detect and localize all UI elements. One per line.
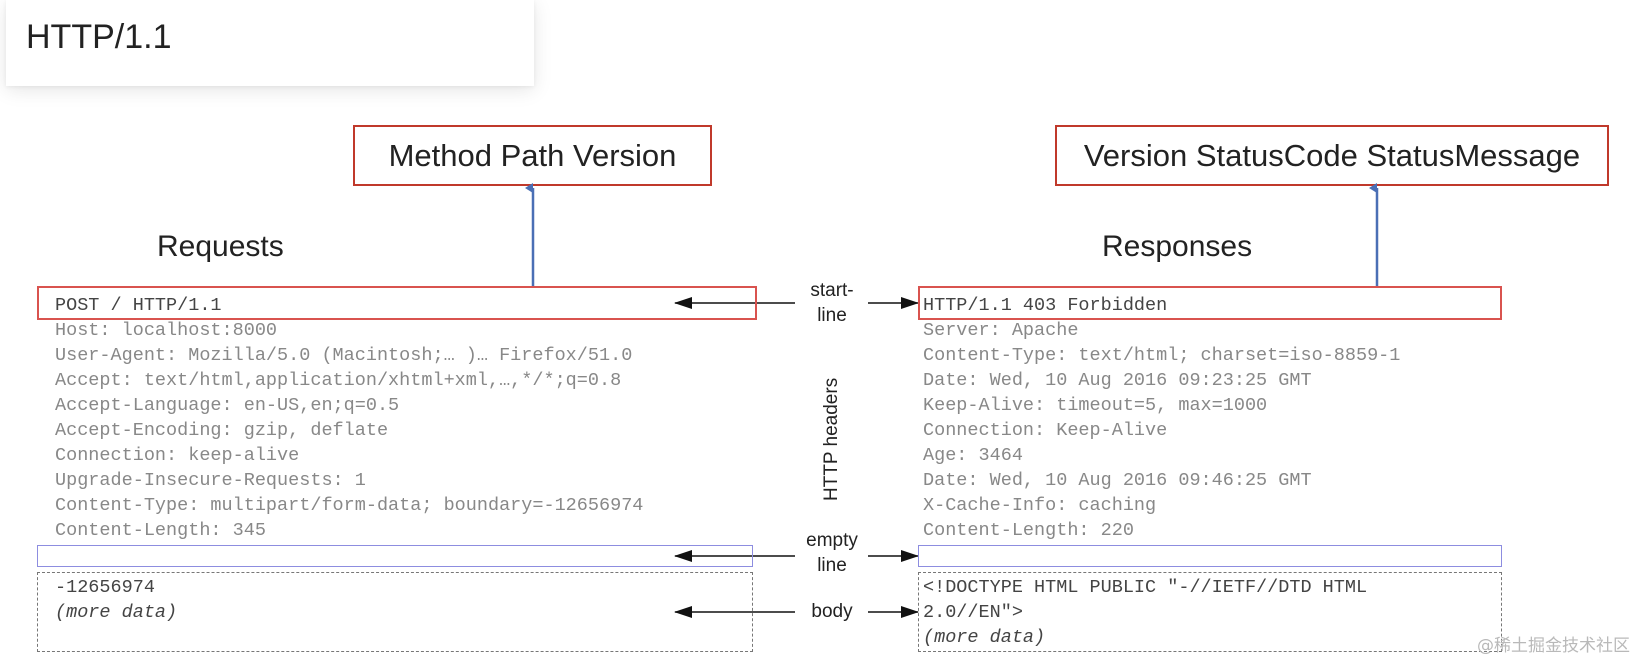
request-header-line: User-Agent: Mozilla/5.0 (Macintosh;… )… …: [55, 345, 633, 366]
empty-line-label-line: empty: [806, 530, 858, 551]
request-body-line: -12656974: [55, 577, 155, 598]
start-line-label-line: line: [817, 305, 847, 326]
response-header-line: Server: Apache: [923, 320, 1079, 341]
response-start-line-format: Version StatusCode StatusMessage: [1055, 125, 1609, 186]
empty-line-label-line: line: [817, 555, 847, 576]
response-start-line-box: [918, 286, 1502, 320]
response-header-line: Content-Type: text/html; charset=iso-885…: [923, 345, 1401, 366]
request-body-line: (more data): [55, 602, 178, 623]
response-start-line-format-text: Version StatusCode StatusMessage: [1083, 137, 1581, 173]
response-header-line: Date: Wed, 10 Aug 2016 09:46:25 GMT: [923, 470, 1312, 491]
request-header-line: Accept-Encoding: gzip, deflate: [55, 420, 389, 441]
http-headers-label: HTTP headers: [821, 377, 842, 501]
request-header-line: Accept: text/html,application/xhtml+xml,…: [55, 370, 622, 391]
request-empty-line-box: [37, 545, 753, 567]
requests-heading: Requests: [157, 230, 284, 263]
start-line-label: start- line: [796, 278, 868, 328]
responses-heading: Responses: [1102, 230, 1253, 263]
response-header-line: Connection: Keep-Alive: [923, 420, 1168, 441]
response-header-line: X-Cache-Info: caching: [923, 495, 1157, 516]
request-header-line: Upgrade-Insecure-Requests: 1: [55, 470, 366, 491]
empty-line-label: empty line: [796, 528, 868, 578]
response-body-line: <!DOCTYPE HTML PUBLIC "-//IETF//DTD HTML: [923, 577, 1368, 598]
request-header-line: Content-Type: multipart/form-data; bound…: [55, 495, 644, 516]
request-body-box: [37, 572, 753, 652]
request-header-line: Host: localhost:8000: [55, 320, 278, 341]
response-header-line: Age: 3464: [923, 445, 1023, 466]
request-header-line: Content-Length: 345: [55, 520, 266, 541]
request-start-line: POST / HTTP/1.1: [55, 295, 222, 316]
title-card: HTTP/1.1: [6, 0, 534, 86]
body-label: body: [811, 601, 853, 622]
response-body-line: 2.0//EN">: [923, 602, 1023, 623]
response-header-line: Keep-Alive: timeout=5, max=1000: [923, 395, 1268, 416]
watermark: @稀土掘金技术社区: [1477, 636, 1630, 656]
response-body-line: (more data): [923, 627, 1046, 648]
response-header-line: Content-Length: 220: [923, 520, 1134, 541]
request-start-line-box: [37, 286, 757, 320]
response-start-line: HTTP/1.1 403 Forbidden: [923, 295, 1168, 316]
request-header-line: Accept-Language: en-US,en;q=0.5: [55, 395, 400, 416]
start-line-label-line: start-: [810, 280, 854, 301]
request-header-line: Connection: keep-alive: [55, 445, 300, 466]
response-body-box: [918, 572, 1502, 652]
page-title: HTTP/1.1: [26, 18, 172, 56]
response-empty-line-box: [918, 545, 1502, 567]
request-start-line-format-text: Method Path Version: [388, 137, 677, 173]
response-header-line: Date: Wed, 10 Aug 2016 09:23:25 GMT: [923, 370, 1312, 391]
